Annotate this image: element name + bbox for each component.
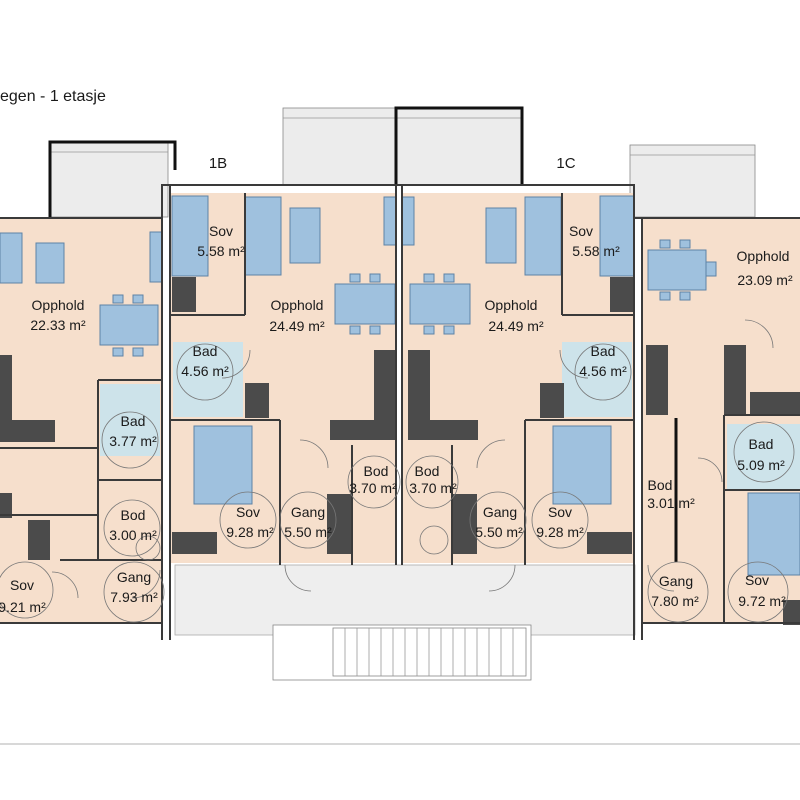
furniture: [0, 195, 800, 576]
room-name: Gang: [659, 573, 693, 589]
room-name: Bad: [193, 343, 218, 359]
room-area: 5.58 m²: [197, 243, 245, 259]
room-name: Sov: [745, 572, 769, 588]
room-name: Bod: [121, 507, 146, 523]
room-name: Bod: [648, 477, 673, 493]
bathroom-floors: [100, 342, 800, 489]
room-area: 4.56 m²: [181, 363, 229, 379]
room-name: Bod: [364, 463, 389, 479]
room-name: Sov: [209, 223, 233, 239]
room-name: Sov: [548, 504, 572, 520]
room-name: Sov: [569, 223, 593, 239]
door-swings: [51, 319, 774, 599]
room-name: Sov: [10, 577, 34, 593]
stairs: [0, 624, 800, 745]
room-area: 7.93 m²: [110, 589, 158, 605]
room-name: Gang: [291, 504, 325, 520]
room-area: 9.28 m²: [226, 524, 274, 540]
room-name: Bad: [121, 413, 146, 429]
room-area: 9.21 m²: [0, 599, 46, 615]
room-name: Opphold: [271, 297, 324, 313]
room-area: 5.50 m²: [284, 524, 332, 540]
room-name: Gang: [117, 569, 151, 585]
room-area: 4.56 m²: [579, 363, 627, 379]
room-area: 3.70 m²: [349, 480, 397, 496]
room-name: Opphold: [32, 297, 85, 313]
counters: [0, 277, 800, 625]
room-area: 5.50 m²: [475, 524, 523, 540]
room-area: 7.80 m²: [651, 593, 699, 609]
room-area: 9.72 m²: [738, 593, 786, 609]
unit-label-1b: 1B: [209, 155, 227, 172]
room-name: Opphold: [737, 248, 790, 264]
room-area: 3.00 m²: [109, 527, 157, 543]
room-name: Opphold: [485, 297, 538, 313]
room-area: 3.77 m²: [109, 433, 157, 449]
room-area: 3.01 m²: [647, 495, 695, 511]
room-name: Sov: [236, 504, 260, 520]
room-area: 9.28 m²: [536, 524, 584, 540]
room-area: 23.09 m²: [737, 272, 793, 288]
room-name: Bod: [415, 463, 440, 479]
plan-title: egen - 1 etasje: [0, 88, 106, 105]
room-labels: Opphold 22.33 m² Bad 3.77 m² Bod 3.00 m²…: [0, 223, 793, 615]
balconies: [48, 106, 756, 218]
room-name: Gang: [483, 504, 517, 520]
corridor: [174, 564, 636, 636]
room-area: 24.49 m²: [269, 318, 325, 334]
room-name: Bad: [749, 436, 774, 452]
room-area: 24.49 m²: [488, 318, 544, 334]
room-area: 5.09 m²: [737, 457, 785, 473]
room-area: 5.58 m²: [572, 243, 620, 259]
room-area: 22.33 m²: [30, 317, 86, 333]
room-area: 3.70 m²: [409, 480, 457, 496]
turning-circles: [0, 343, 795, 623]
room-name: Bad: [591, 343, 616, 359]
unit-label-1c: 1C: [556, 155, 575, 172]
